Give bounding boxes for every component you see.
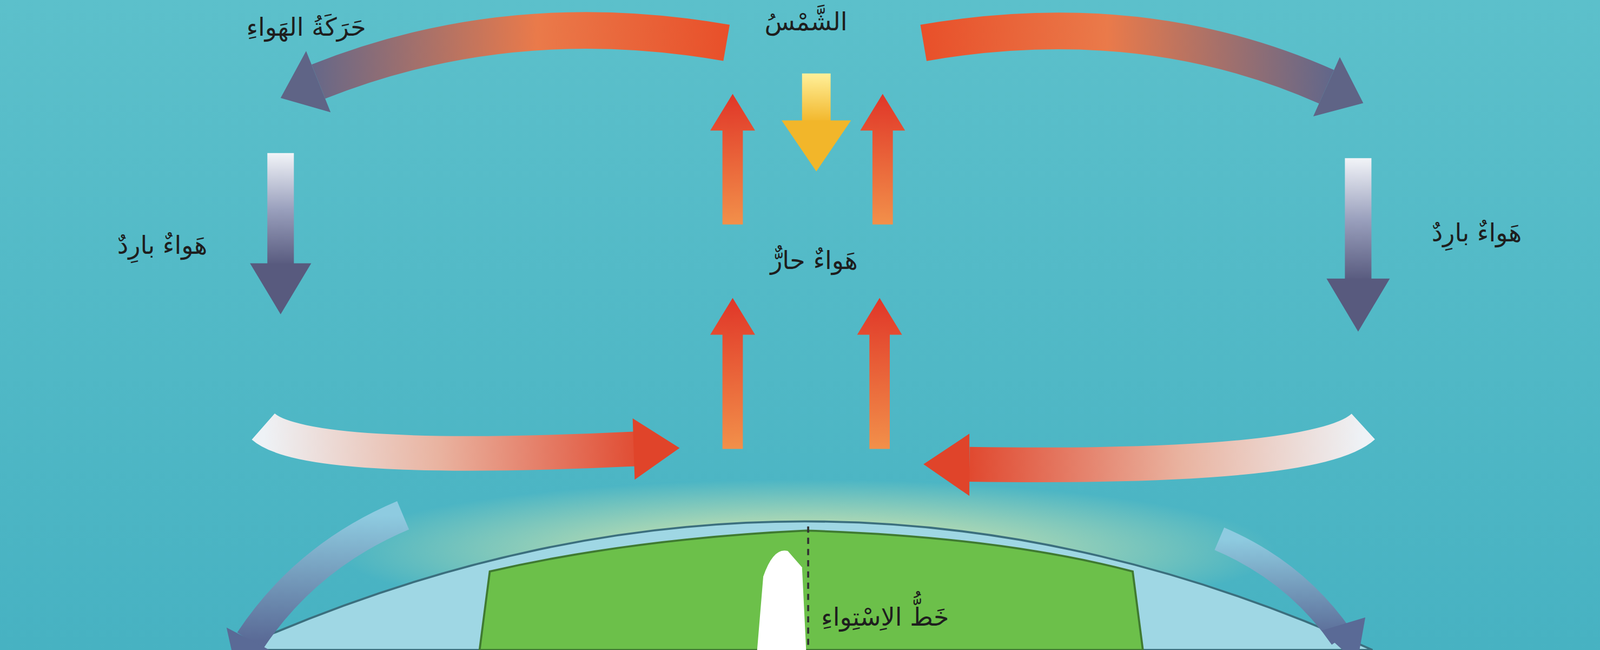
text-label: حَرَكَةُ الهَواءِ: [242, 9, 369, 45]
text-label: هَواءٌ حارٌّ: [767, 242, 862, 278]
text-label: هَواءٌ بارِدٌ: [114, 227, 211, 263]
text-label: خَطُّ الاِسْتِواءِ: [817, 599, 952, 634]
text-label: الشَّمْسُ: [761, 4, 851, 39]
text-label: هَواءٌ بارِدٌ: [1428, 215, 1526, 250]
